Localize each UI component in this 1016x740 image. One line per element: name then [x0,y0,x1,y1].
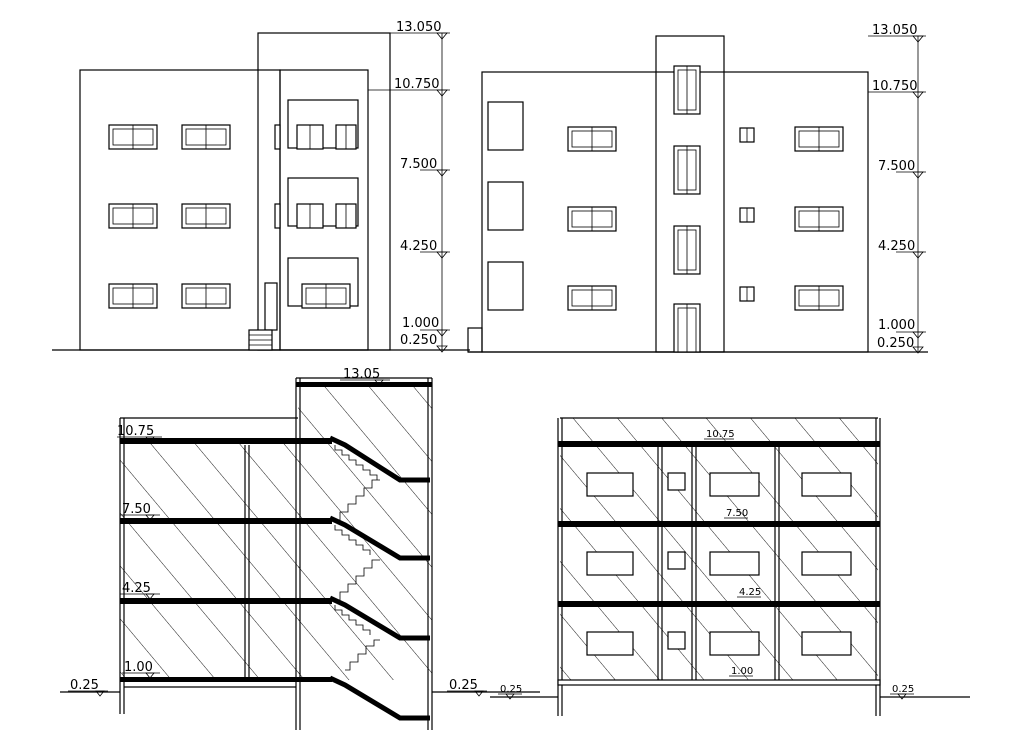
front-window-row-3 [108,283,351,309]
section-left-level-label: 0.25 [70,678,99,693]
side-elevation: 13.050 10.750 7.500 4.250 1.000 0.250 [467,23,928,354]
side-level-label: 13.050 [872,23,918,38]
front-level-label: 7.500 [400,157,437,172]
section-left: 13.05 10.75 7.50 4.25 1.00 0.25 0.25 [60,367,540,730]
section-right-level-label: 0.25 [500,684,522,695]
section-right-level-label: 7.50 [726,508,748,519]
section-left-level-label: 10.75 [117,424,154,439]
front-window-row-1 [108,124,357,150]
section-right-level-label: 10.75 [706,429,735,440]
front-elevation: 13.050 10.750 7.500 4.250 1.000 0.250 [52,20,470,353]
front-window-row-2 [108,203,357,229]
front-level-label: 10.750 [394,77,440,92]
side-tower-windows [673,65,701,353]
section-right-level-label: 0.25 [892,684,914,695]
section-left-level-label: 4.25 [122,581,151,596]
side-level-label: 4.250 [878,239,915,254]
side-windows-right [794,126,844,311]
section-left-level-label: 0.25 [449,678,478,693]
front-level-label: 4.250 [400,239,437,254]
side-windows-left [567,126,617,311]
front-level-label: 0.250 [400,333,437,348]
section-right-level-label: 4.25 [739,587,761,598]
section-left-level-label: 13.05 [343,367,380,382]
front-level-label: 1.000 [402,316,439,331]
side-level-label: 1.000 [878,318,915,333]
side-level-label: 0.250 [877,336,914,351]
section-right: 10.75 7.50 4.25 1.00 0.25 0.25 [490,417,970,716]
front-level-label: 13.050 [396,20,442,35]
section-left-level-label: 7.50 [122,502,151,517]
side-level-label: 10.750 [872,79,918,94]
section-left-level-label: 1.00 [124,660,153,675]
section-right-level-label: 1.00 [731,666,753,677]
side-level-label: 7.500 [878,159,915,174]
